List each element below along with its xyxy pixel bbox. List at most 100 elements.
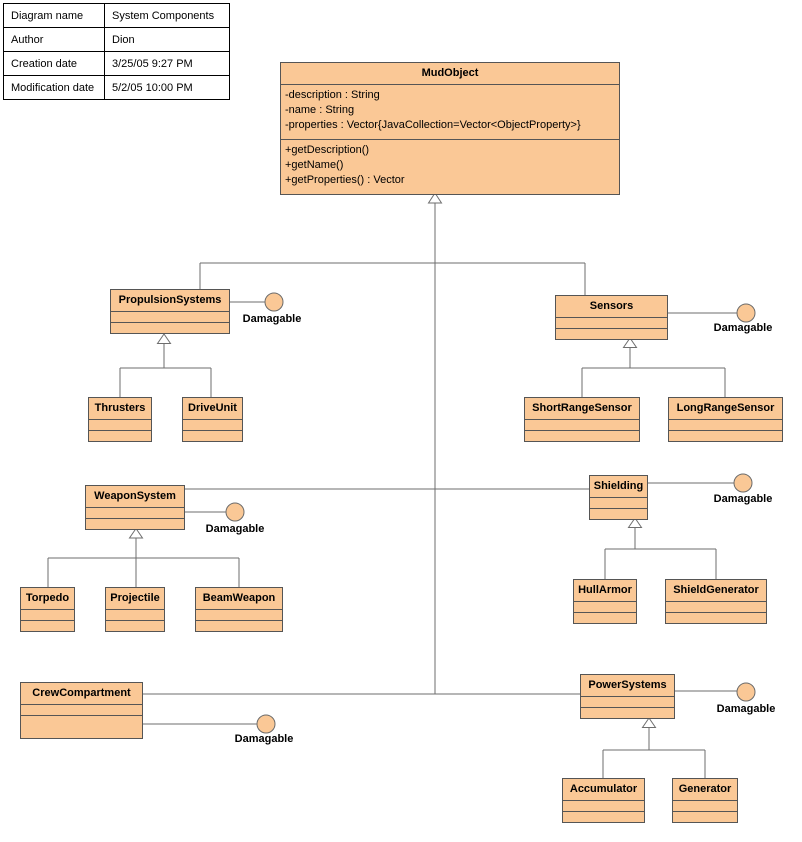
class-accumulator[interactable]: Accumulator (562, 778, 645, 823)
interface-lollipop-icon[interactable] (225, 502, 245, 522)
generalization-line-power (602, 727, 706, 778)
operations-compartment (563, 812, 644, 822)
class-name: Projectile (106, 588, 164, 610)
class-torpedo[interactable]: Torpedo (20, 587, 75, 632)
arrowhead-icon (427, 192, 443, 204)
class-name: LongRangeSensor (669, 398, 782, 420)
class-name: Accumulator (563, 779, 644, 801)
attributes-compartment (525, 420, 639, 431)
arrowhead-icon (622, 337, 638, 348)
operations-compartment (86, 519, 184, 529)
attributes-compartment (590, 498, 647, 509)
attribute-line: -description : String (285, 89, 380, 101)
interface-lollipops (225, 292, 756, 734)
attributes-compartment (106, 610, 164, 621)
operations-compartment (183, 431, 242, 441)
attributes-compartment (666, 602, 766, 613)
diagram-info-table: Diagram name System Components Author Di… (3, 3, 230, 100)
interface-lollipop-icon[interactable] (736, 682, 756, 702)
class-name: Generator (673, 779, 737, 801)
operations-compartment (196, 621, 282, 631)
operations-compartment (669, 431, 782, 441)
operations-compartment (673, 812, 737, 822)
attributes-compartment (673, 801, 737, 812)
operations-compartment (21, 716, 142, 738)
attributes-compartment: -description : String -name : String -pr… (281, 85, 619, 140)
generalization-line-mudobject (142, 203, 589, 695)
interface-label: Damagable (716, 703, 776, 715)
class-name: BeamWeapon (196, 588, 282, 610)
class-projectile[interactable]: Projectile (105, 587, 165, 632)
attribute-line: -properties : Vector{JavaCollection=Vect… (285, 119, 581, 131)
operations-compartment (581, 708, 674, 718)
operations-compartment (89, 431, 151, 441)
operations-compartment: +getDescription() +getName() +getPropert… (281, 140, 619, 194)
table-row: Modification date 5/2/05 10:00 PM (3, 75, 230, 100)
attributes-compartment (21, 610, 74, 621)
operation-line: +getDescription() (285, 144, 370, 156)
class-name: Sensors (556, 296, 667, 318)
interface-lollipop-icon[interactable] (264, 292, 284, 312)
class-drive-unit[interactable]: DriveUnit (182, 397, 243, 442)
generalization-line-shielding (604, 527, 717, 579)
class-long-range-sensor[interactable]: LongRangeSensor (668, 397, 783, 442)
interface-lollipop-icon[interactable] (736, 303, 756, 323)
info-value-cell: 3/25/05 9:27 PM (104, 51, 230, 76)
attributes-compartment (21, 705, 142, 716)
class-name: Shielding (590, 476, 647, 498)
generalization-line-propulsion (119, 343, 212, 397)
class-propulsion-systems[interactable]: PropulsionSystems (110, 289, 230, 334)
generalization-line-weapon (47, 538, 240, 587)
operations-compartment (106, 621, 164, 631)
info-label-cell: Creation date (3, 51, 105, 76)
class-shielding[interactable]: Shielding (589, 475, 648, 520)
attributes-compartment (556, 318, 667, 329)
operations-compartment (525, 431, 639, 441)
interface-label: Damagable (713, 493, 773, 505)
class-hull-armor[interactable]: HullArmor (573, 579, 637, 624)
class-name: ShortRangeSensor (525, 398, 639, 420)
attributes-compartment (86, 508, 184, 519)
table-row: Author Dion (3, 27, 230, 52)
class-mudobject[interactable]: MudObject -description : String -name : … (280, 62, 620, 195)
arrowhead-icon (128, 527, 144, 539)
attributes-compartment (89, 420, 151, 431)
interface-label: Damagable (713, 322, 773, 334)
class-shield-generator[interactable]: ShieldGenerator (665, 579, 767, 624)
class-name: CrewCompartment (21, 683, 142, 705)
generalization-connectors (47, 203, 737, 778)
interface-label: Damagable (205, 523, 265, 535)
info-label-cell: Modification date (3, 75, 105, 100)
interface-lollipop-icon[interactable] (733, 473, 753, 493)
operations-compartment (666, 613, 766, 623)
class-thrusters[interactable]: Thrusters (88, 397, 152, 442)
info-label-cell: Author (3, 27, 105, 52)
class-power-systems[interactable]: PowerSystems (580, 674, 675, 719)
arrowhead-icon (156, 333, 172, 344)
class-name: PowerSystems (581, 675, 674, 697)
class-sensors[interactable]: Sensors (555, 295, 668, 340)
interface-lollipop-icon[interactable] (256, 714, 276, 734)
class-beam-weapon[interactable]: BeamWeapon (195, 587, 283, 632)
attributes-compartment (563, 801, 644, 812)
operation-line: +getProperties() : Vector (285, 174, 405, 186)
class-generator[interactable]: Generator (672, 778, 738, 823)
operations-compartment (590, 509, 647, 519)
class-short-range-sensor[interactable]: ShortRangeSensor (524, 397, 640, 442)
operations-compartment (556, 329, 667, 339)
interface-label: Damagable (242, 313, 302, 325)
class-crew-compartment[interactable]: CrewCompartment (20, 682, 143, 739)
operations-compartment (574, 613, 636, 623)
info-value-cell: Dion (104, 27, 230, 52)
class-name: DriveUnit (183, 398, 242, 420)
operations-compartment (111, 323, 229, 333)
class-weapon-system[interactable]: WeaponSystem (85, 485, 185, 530)
attributes-compartment (183, 420, 242, 431)
attributes-compartment (574, 602, 636, 613)
arrowhead-icon (627, 517, 643, 528)
operation-line: +getName() (285, 159, 344, 171)
class-name: Torpedo (21, 588, 74, 610)
class-name: WeaponSystem (86, 486, 184, 508)
